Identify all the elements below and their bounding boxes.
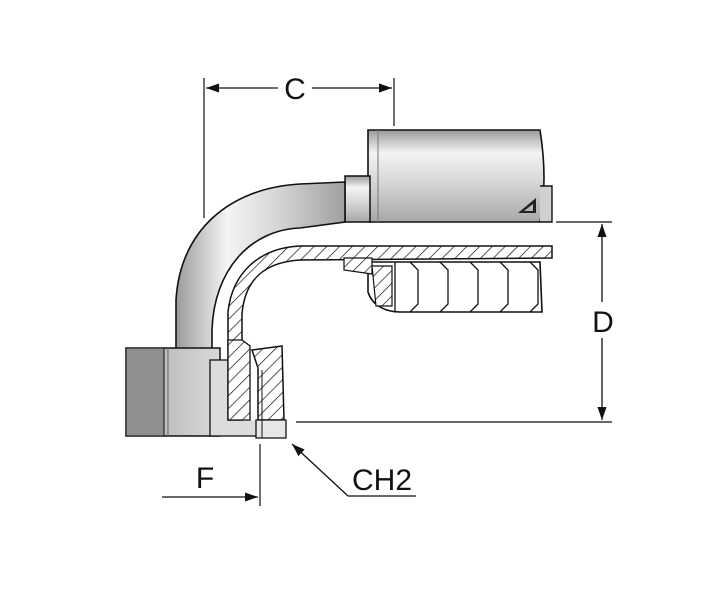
callout-ch2-label: CH2 (352, 464, 412, 497)
manufacturer-logo-icon (518, 198, 536, 213)
dimension-c-label: C (284, 73, 306, 106)
dimension-f: F (162, 444, 261, 506)
section-view (227, 245, 553, 439)
hose-socket (344, 129, 553, 223)
callout-ch2: CH2 (291, 443, 416, 497)
dimension-f-label: F (196, 462, 214, 495)
dimension-c: C (203, 70, 395, 218)
swivel-nut (125, 347, 261, 437)
dimension-d-label: D (592, 306, 614, 339)
dimension-d: D (296, 221, 618, 423)
